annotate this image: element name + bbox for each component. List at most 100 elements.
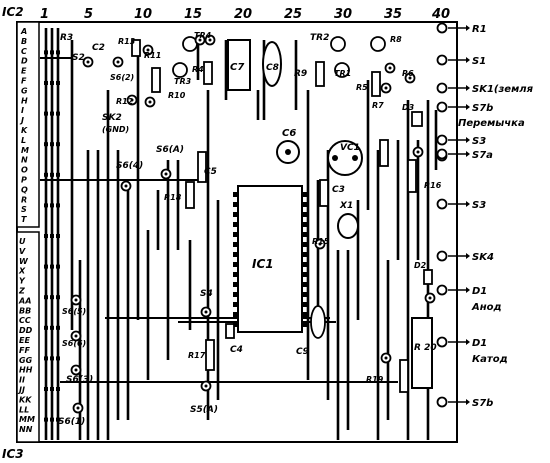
row-letter: O — [21, 166, 28, 175]
s6-6-label: S6(6) — [62, 339, 86, 348]
ic2-letter-strip — [16, 21, 40, 228]
resistor-body — [319, 179, 329, 207]
terminal-label: S7a — [472, 150, 493, 161]
tr3-label: TR3 — [174, 77, 192, 86]
row-letter: Z — [18, 287, 25, 296]
row-letter: I — [21, 106, 24, 115]
s6-4-label: S6(4) — [116, 161, 143, 171]
ic2-label: IC2 — [2, 5, 24, 19]
sk2-label: SK2 — [102, 113, 122, 123]
row-letters: ABCDEFGHIJKLMNOPQRSTUVWXYZAABBCCDDEEFFGG… — [17, 27, 35, 434]
terminal-pad — [436, 284, 448, 296]
row-letter: B — [21, 37, 27, 46]
pad — [44, 356, 48, 361]
r19-label: R19 — [366, 375, 384, 384]
resistor-body — [399, 359, 409, 393]
row-letter: C — [21, 47, 27, 56]
tr1-label: TR1 — [334, 69, 351, 78]
row-letter: BB — [19, 306, 31, 315]
pad — [50, 234, 54, 238]
terminal-label: D1 — [472, 286, 487, 297]
c6-capacitor: C6 — [276, 128, 300, 164]
x1-label: X1 — [339, 201, 353, 211]
c5-label: C5 — [204, 167, 217, 177]
pad — [50, 81, 54, 85]
row-letter: U — [19, 237, 26, 246]
r20-label: R 20 — [414, 343, 437, 353]
s6-5-label: S6(5) — [62, 307, 86, 316]
column-number: 30 — [334, 7, 352, 22]
vc1-label: VC1 — [340, 143, 360, 153]
pad — [56, 325, 60, 330]
terminal-label: SK4 — [472, 252, 494, 263]
terminal-pad — [436, 82, 448, 94]
s4-label: S4 — [200, 289, 213, 299]
pad — [50, 356, 54, 361]
pad — [50, 111, 54, 116]
pad — [44, 295, 48, 300]
resistor-body — [185, 181, 195, 209]
c9-capacitor — [310, 305, 326, 339]
resistor-body — [131, 39, 141, 57]
row-letter: J — [19, 116, 24, 125]
r6-label: R6 — [402, 69, 414, 78]
s5-a-label: S5(A) — [190, 405, 218, 415]
gnd-label: (GND) — [102, 125, 129, 134]
row-letter: MM — [19, 415, 35, 424]
r15-label: R15 — [312, 237, 330, 246]
terminal-label: Катод — [472, 354, 508, 365]
r8-label: R8 — [390, 35, 402, 44]
resistor-body — [205, 339, 215, 371]
pad — [50, 417, 54, 422]
pad — [56, 417, 60, 422]
s2-label: S2 — [72, 53, 85, 63]
row-letter: M — [21, 146, 29, 155]
pad — [44, 234, 48, 238]
row-letter: A — [20, 27, 27, 36]
transistor-body — [172, 62, 188, 78]
row-letter: P — [21, 176, 27, 185]
row-letter: LL — [19, 405, 29, 414]
d2-label: D2 — [414, 261, 427, 270]
right-terminals: R1S1SK1(земляS7bПеремычкаS3S7aS3SK4D1Ано… — [436, 22, 534, 409]
r13-label: R13 — [118, 37, 136, 46]
pad — [44, 203, 48, 208]
pad — [56, 142, 60, 147]
copper-tracks — [40, 28, 438, 440]
row-letter: L — [21, 136, 26, 145]
row-letter: D — [21, 57, 28, 66]
row-letter: KK — [19, 395, 32, 404]
column-number: 5 — [84, 7, 93, 22]
terminal-pad — [436, 22, 448, 34]
row-letter: Q — [21, 185, 28, 194]
row-letter: S — [21, 205, 27, 214]
row-letter: DD — [19, 326, 33, 335]
row-letter: EE — [19, 336, 30, 345]
ic3-label: IC3 — [2, 447, 24, 461]
terminal-label: S7b — [472, 103, 493, 114]
terminal-label: S1 — [472, 56, 486, 67]
pad — [50, 172, 54, 177]
terminal-label: R1 — [472, 24, 487, 35]
row-letter: G — [21, 86, 28, 95]
row-letter: NN — [19, 425, 33, 434]
pad — [56, 111, 60, 116]
column-number: 1 — [40, 7, 49, 22]
terminal-label: S7b — [472, 398, 493, 409]
terminal-pad — [436, 198, 448, 210]
pad — [56, 295, 60, 300]
pad — [50, 387, 54, 391]
vc1-trimmer: VC1 — [327, 140, 363, 176]
s6-3-label: S6(3) — [66, 375, 93, 385]
terminal-pad — [436, 396, 448, 408]
pad — [56, 264, 60, 269]
ic1-label: IC1 — [252, 257, 274, 271]
pad — [44, 81, 48, 85]
column-number: 25 — [284, 7, 302, 22]
ic1-chip: IC1 — [233, 185, 307, 333]
c3-label: C3 — [332, 185, 345, 195]
resistor-body — [407, 159, 417, 193]
resistor-body — [315, 61, 325, 87]
x1-crystal: X1 — [337, 201, 359, 239]
